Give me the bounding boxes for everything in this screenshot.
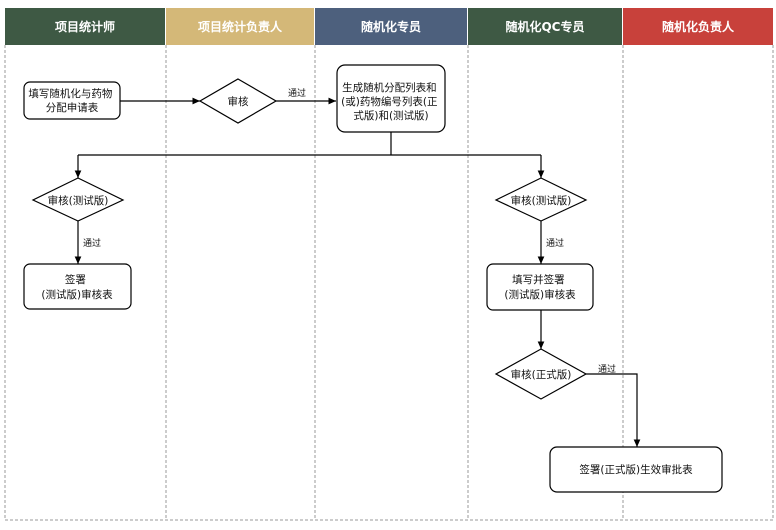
node-review-test-left-label: 审核(测试版) bbox=[48, 194, 109, 207]
node-generate-label: 生成随机分配列表和 (或)药物编号列表(正 式版)和(测试版) bbox=[341, 81, 441, 122]
lane-header-stat-lead bbox=[166, 8, 314, 45]
connectors bbox=[74, 97, 641, 447]
edge-label-pass-left: 通过 bbox=[83, 237, 101, 249]
node-fill-form bbox=[23, 81, 121, 120]
node-fill-form-label: 填写随机化与药物 分配申请表 bbox=[28, 87, 115, 114]
lane-header-rand-qc bbox=[468, 8, 622, 45]
lane-title-rand-specialist: 随机化专员 bbox=[361, 19, 421, 34]
node-sign-test-left bbox=[23, 263, 132, 310]
edge-label-pass-1: 通过 bbox=[288, 87, 306, 99]
node-review-test-right bbox=[494, 177, 588, 222]
node-review-test-right-label: 审核(测试版) bbox=[511, 194, 572, 207]
node-sign-test-left-label: 签署 (测试版)审核表 bbox=[41, 273, 113, 301]
lane-title-rand-qc: 随机化QC专员 bbox=[505, 19, 584, 34]
node-sign-official bbox=[549, 446, 723, 493]
node-generate bbox=[336, 64, 446, 133]
lane-title-rand-lead: 随机化负责人 bbox=[662, 19, 735, 34]
lane-header-statistician bbox=[5, 8, 165, 45]
node-review-1 bbox=[198, 78, 278, 124]
node-review-test-left bbox=[31, 177, 125, 222]
edge-label-pass-official: 通过 bbox=[598, 363, 616, 375]
lane-title-stat-lead: 项目统计负责人 bbox=[198, 19, 283, 34]
node-review-1-label: 审核 bbox=[228, 95, 249, 108]
edge-label-pass-right: 通过 bbox=[546, 237, 564, 249]
lane-borders bbox=[4, 45, 774, 521]
node-sign-official-label: 签署(正式版)生效审批表 bbox=[579, 463, 693, 476]
node-review-official bbox=[494, 348, 588, 400]
node-fill-sign-label: 填写并签署 (测试版)审核表 bbox=[504, 273, 576, 301]
lane-header-rand-specialist bbox=[315, 8, 467, 45]
node-fill-sign bbox=[486, 263, 594, 311]
lane-title-statistician: 项目统计师 bbox=[55, 19, 115, 34]
lane-header-rand-lead bbox=[623, 8, 773, 45]
node-review-official-label: 审核(正式版) bbox=[511, 368, 572, 381]
edge-official-review-to-sign bbox=[586, 373, 641, 447]
